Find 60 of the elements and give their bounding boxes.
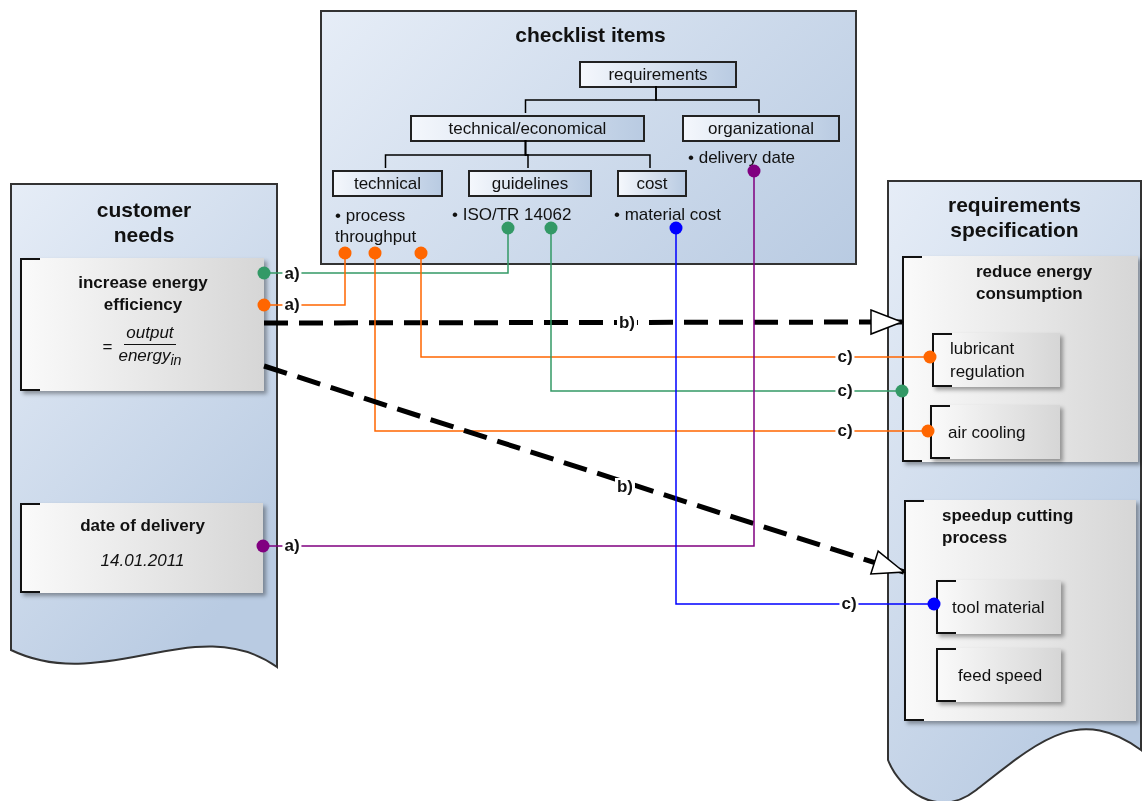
need-card	[20, 258, 264, 391]
spec-card	[930, 405, 1060, 459]
fraction-numerator: output	[124, 322, 176, 345]
connector-line	[669, 221, 941, 611]
connector-line	[544, 221, 909, 398]
category-box	[410, 115, 645, 142]
group-card	[904, 500, 1136, 721]
category-label: technical	[353, 173, 422, 194]
edge-label: a)	[282, 296, 302, 314]
category-box	[682, 115, 840, 142]
edge-label: c)	[835, 422, 855, 440]
category-box	[468, 170, 592, 197]
equals-sign: =	[102, 336, 113, 357]
panel-title: customer needs	[95, 197, 193, 247]
card-heading: reduce energy consumption	[976, 261, 1094, 305]
tree-line	[655, 85, 760, 114]
edge-label: b)	[615, 478, 635, 496]
dashed-arrow	[263, 363, 905, 575]
card-heading: increase energy efficiency	[77, 272, 209, 316]
spec-card	[936, 648, 1061, 702]
category-label: guidelines	[491, 173, 569, 194]
category-label: requirements	[608, 64, 708, 85]
connector-line	[257, 221, 515, 280]
connector-line	[368, 246, 935, 438]
card-label: tool material	[952, 596, 1045, 619]
connector-line	[256, 164, 761, 553]
card-label: lubricant regulation	[950, 338, 1026, 383]
card-heading: speedup cutting process	[942, 505, 1075, 549]
group-card	[902, 256, 1138, 462]
spec-card	[932, 333, 1060, 387]
edge-label: c)	[839, 595, 859, 613]
category-box	[332, 170, 443, 197]
edge-label: a)	[282, 537, 302, 555]
checklist-panel	[320, 10, 857, 265]
list-item: • process throughput	[335, 205, 418, 247]
edge-label: c)	[835, 382, 855, 400]
connector-line	[257, 246, 352, 312]
panel-title: checklist items	[514, 22, 667, 47]
edge-label: a)	[282, 265, 302, 283]
category-label: organizational	[708, 118, 814, 139]
card-heading: date of delivery	[79, 515, 206, 537]
category-box	[579, 61, 737, 88]
card-label: air cooling	[948, 421, 1026, 444]
list-item: • material cost	[614, 204, 723, 225]
edge-label: c)	[835, 348, 855, 366]
card-label: feed speed	[958, 664, 1043, 687]
spec-card	[936, 580, 1061, 634]
list-item: • ISO/TR 14062	[452, 204, 573, 225]
category-box	[617, 170, 687, 197]
category-label: cost	[636, 173, 668, 194]
panel-title: requirements specification	[946, 192, 1082, 242]
date-text: 14.01.2011	[99, 551, 186, 571]
tree-line	[524, 139, 651, 169]
need-card	[20, 503, 263, 593]
edge-label: b)	[617, 314, 637, 332]
category-label: technical/economical	[448, 118, 607, 139]
connector-line	[414, 246, 937, 364]
list-item: • delivery date	[688, 147, 797, 168]
fraction-denominator: energy$_{in}$	[117, 345, 183, 371]
dashed-arrow	[264, 309, 903, 335]
